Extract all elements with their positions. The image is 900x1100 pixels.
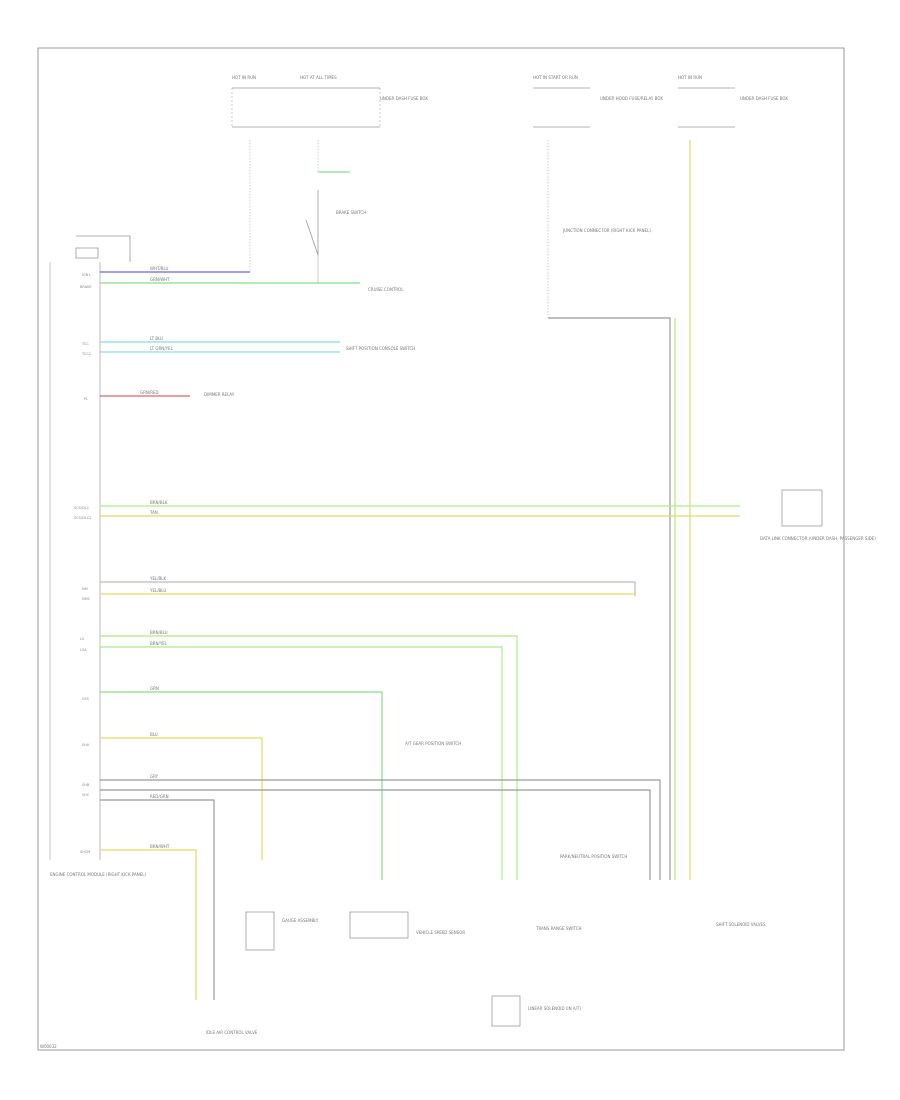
top-right-fuse-group: HOT IN RUN UNDER DASH FUSE BOX [678, 75, 788, 128]
pin-ign1: IGN1 [82, 273, 91, 277]
pin-ls: LS [80, 637, 85, 641]
ecm-pin-labels: IGN1 BRAKE TCC TCC2 PL SCS/DLC SCS/DLC2 … [74, 273, 92, 854]
label-wire-2: GRN/WHT [150, 277, 170, 282]
label-wire-3: LT BLU [150, 336, 163, 341]
label-shift-position: SHIFT POSITION CONSOLE SWITCH [346, 346, 415, 351]
wire-shcm [100, 849, 197, 1000]
wire-ls [100, 635, 518, 880]
pin-tcc: TCC [81, 342, 89, 346]
footer-code: W00032 [40, 1044, 57, 1049]
label-wire-7: TAN [149, 510, 158, 515]
wire-gray-main [548, 317, 671, 880]
label-wire-14: GRY [150, 774, 159, 779]
wire-shc [100, 789, 651, 880]
vehicle-speed-box [349, 911, 409, 939]
label-vehicle-speed: VEHICLE SPEED SENSOR [416, 930, 465, 935]
ecm-header-box [75, 247, 99, 259]
label-park-neutral: PARK/NEUTRAL POSITION SWITCH [560, 854, 627, 859]
linear-solenoid-box [491, 995, 521, 1027]
pin-nm: NM [82, 587, 88, 591]
wire-nm [100, 581, 636, 596]
label-wire-10: BRN/YEL [150, 641, 168, 646]
pin-tcc2: TCC2 [81, 352, 91, 356]
label-wire-4: LT GRN/YEL [150, 346, 174, 351]
label-wire-5: GRN/RED [140, 390, 159, 395]
brake-switch-symbol [305, 190, 319, 256]
label-shift-solenoids: SHIFT SOLENOID VALVES [716, 922, 766, 927]
pin-shc: SHC [82, 793, 90, 797]
pin-scs2: SCS/DLC2 [74, 516, 91, 520]
label-wire-1: WHT/BLU [150, 266, 169, 271]
label-linear-solenoid: LINEAR SOLENOID (IN A/T) [528, 1006, 581, 1011]
pin-vss: VSS [82, 697, 90, 701]
wire-shc3 [100, 799, 215, 1000]
label-junction-connector: JUNCTION CONNECTOR (RIGHT KICK PANEL) [562, 228, 651, 233]
label-hot-at-all-times: HOT AT ALL TIMES [300, 75, 337, 80]
top-mid-fuse-group: HOT IN START OR RUN UNDER HOOD FUSE/RELA… [533, 75, 663, 128]
label-trans-range: TRANS RANGE SWITCH [535, 926, 582, 931]
label-wire-9: BRN/BLU [150, 630, 168, 635]
pin-sha: SHA [82, 743, 90, 747]
label-wire-11: GRN [150, 686, 159, 691]
label-under-dash-fuse-box-right: UNDER DASH FUSE BOX [740, 96, 788, 101]
label-ecm: ENGINE CONTROL MODULE (RIGHT KICK PANEL) [50, 872, 147, 877]
top-left-fuse-group: HOT IN RUN HOT AT ALL TIMES UNDER DASH F… [231, 75, 428, 128]
label-wire-8: YEL/BLK [149, 576, 167, 581]
diagram-frame [37, 47, 845, 1051]
ecm-header [76, 235, 131, 262]
pin-scs: SCS/DLC [74, 506, 90, 510]
label-cruise-control: CRUISE CONTROL [368, 287, 404, 292]
pin-nm2: NM2 [82, 597, 90, 601]
label-idle-speed: IDLE AIR CONTROL VALVE [206, 1030, 258, 1035]
label-hot-in-run-1: HOT IN RUN [232, 75, 256, 80]
pin-shcm: SHCM [80, 850, 90, 854]
label-gauge-assembly: GAUGE ASSEMBLY [282, 918, 319, 923]
label-wire-12: YEL/BLU [149, 588, 166, 593]
pin-lsa: LSA [80, 648, 87, 652]
label-wire-16: BRN/WHT [150, 844, 170, 849]
label-hot-in-start-or-run: HOT IN START OR RUN [533, 75, 578, 80]
pin-pl: PL [84, 397, 88, 401]
label-datalink: DATA LINK CONNECTOR (UNDER DASH, PASSENG… [760, 536, 876, 541]
label-dimmer: DIMMER RELAY [204, 392, 235, 397]
label-at-gear: A/T GEAR POSITION SWITCH [405, 741, 461, 746]
label-hot-in-run-2: HOT IN RUN [678, 75, 702, 80]
label-wire-6: BRN/BLK [150, 500, 168, 505]
label-under-dash-fuse-box-left: UNDER DASH FUSE BOX [380, 96, 428, 101]
label-brake-switch: BRAKE SWITCH [336, 210, 366, 215]
wire-shb [100, 779, 661, 880]
wire-lsa [100, 646, 503, 880]
wire-vss [100, 691, 383, 880]
gauge-assembly-box [245, 911, 275, 951]
datalink-connector [781, 489, 823, 527]
label-under-hood-box: UNDER HOOD FUSE/RELAY BOX [600, 96, 663, 101]
pin-shb: SHB [82, 783, 90, 787]
wire-sha [100, 737, 263, 860]
pin-brake: BRAKE [80, 285, 92, 289]
label-wire-15: RED/GRN [150, 794, 169, 799]
label-wire-13: BLU [150, 732, 158, 737]
